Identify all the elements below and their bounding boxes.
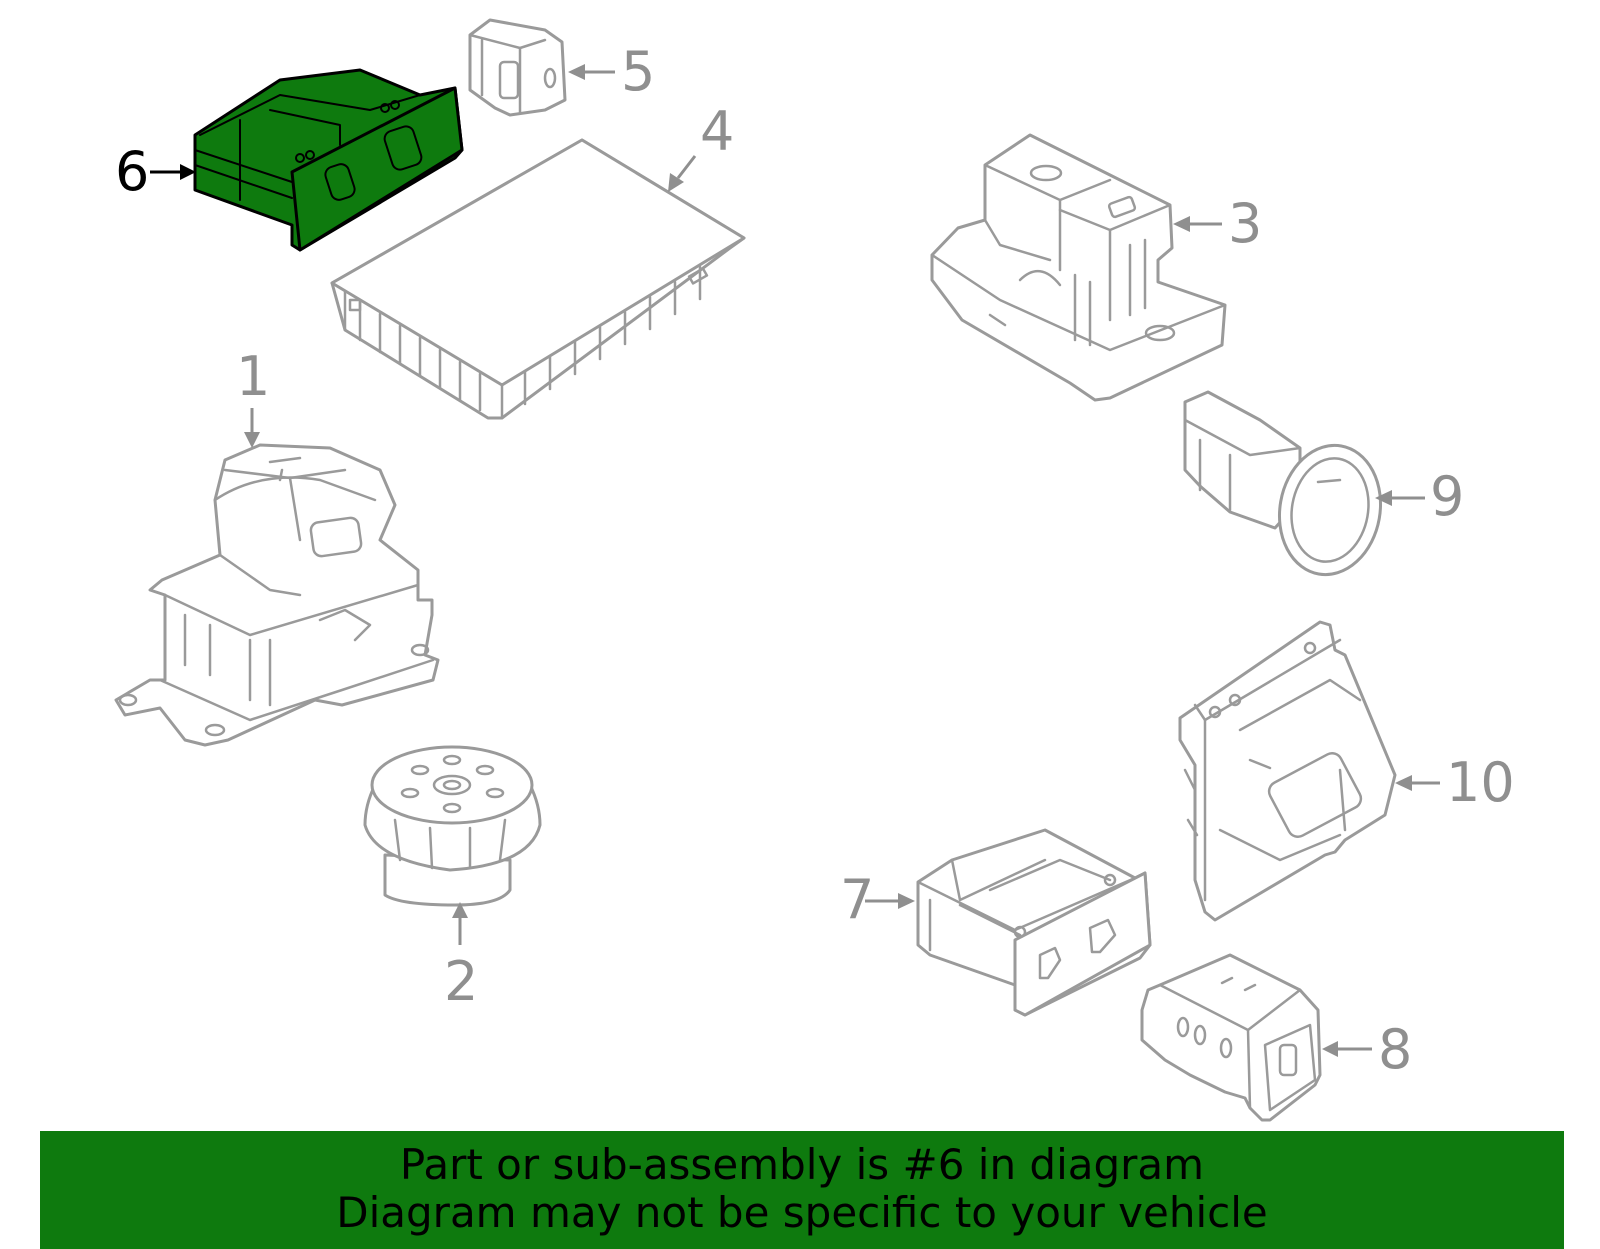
part-6-highlighted[interactable] (193, 68, 464, 252)
callout-6-label: 6 (115, 140, 149, 203)
part-1[interactable] (114, 443, 440, 747)
callout-4: 4 (668, 100, 734, 192)
callout-7: 7 (840, 868, 915, 931)
callout-10: 10 (1395, 751, 1515, 814)
svg-text:4: 4 (700, 100, 734, 163)
callout-8: 8 (1322, 1018, 1412, 1081)
svg-text:5: 5 (621, 40, 655, 103)
part-8[interactable] (1140, 953, 1322, 1122)
svg-text:10: 10 (1446, 751, 1515, 814)
callout-6: 6 (115, 140, 196, 203)
callout-9: 9 (1375, 465, 1464, 528)
callout-3: 3 (1173, 192, 1262, 255)
svg-text:7: 7 (840, 868, 874, 931)
svg-text:1: 1 (236, 345, 270, 408)
svg-text:2: 2 (444, 950, 478, 1013)
part-3[interactable] (930, 133, 1227, 402)
part-2[interactable] (363, 745, 542, 907)
part-7[interactable] (916, 828, 1152, 1017)
svg-text:9: 9 (1430, 465, 1464, 528)
svg-text:8: 8 (1378, 1018, 1412, 1081)
callout-2: 2 (444, 902, 478, 1013)
banner-line-2: Diagram may not be specific to your vehi… (336, 1188, 1268, 1237)
part-4[interactable] (330, 138, 746, 420)
part-9[interactable] (1183, 390, 1391, 583)
banner-line-1: Part or sub-assembly is #6 in diagram (399, 1140, 1205, 1189)
svg-text:3: 3 (1228, 192, 1262, 255)
callout-5: 5 (568, 40, 655, 103)
part-10[interactable] (1178, 620, 1397, 922)
part-5[interactable] (468, 18, 567, 117)
callout-1: 1 (236, 345, 270, 448)
info-banner: Part or sub-assembly is #6 in diagram Di… (40, 1131, 1564, 1249)
